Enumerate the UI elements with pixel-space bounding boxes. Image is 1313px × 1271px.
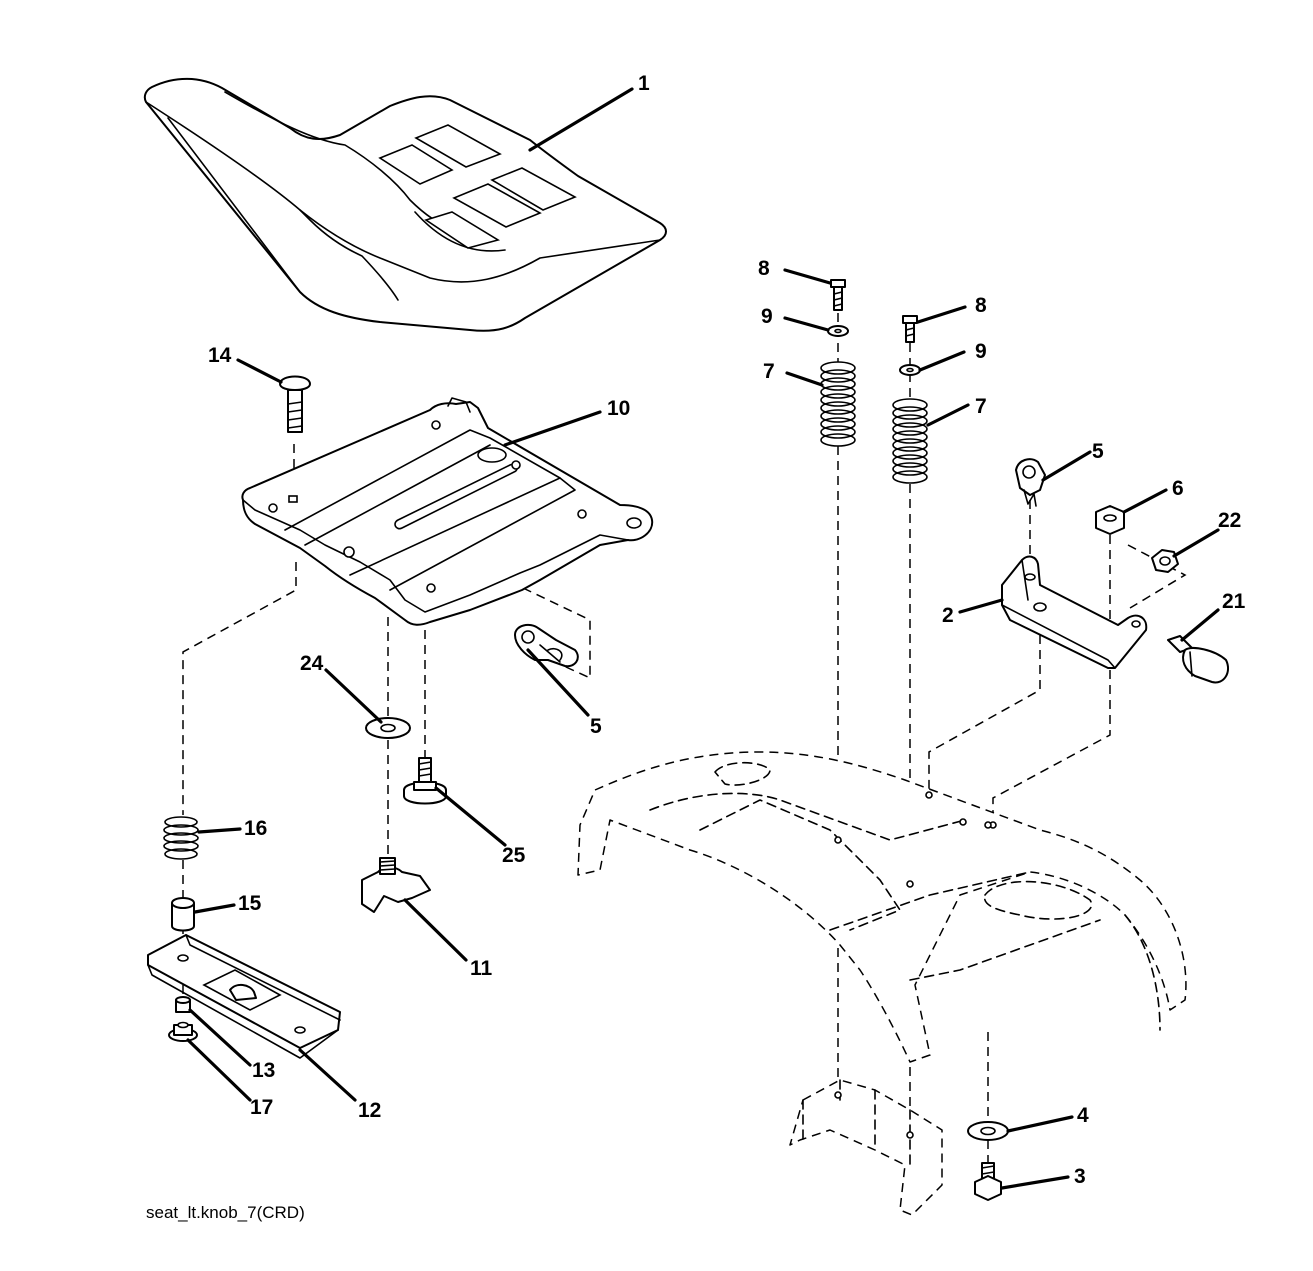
diagram-caption: seat_lt.knob_7(CRD): [146, 1203, 305, 1222]
washer-24: [365, 717, 411, 739]
callout-2: 2: [942, 604, 954, 627]
callout-7-right: 7: [975, 395, 987, 418]
seat: [143, 77, 667, 332]
callout-9-right: 9: [975, 340, 987, 363]
washer-9-right: [899, 364, 921, 376]
callout-24: 24: [300, 652, 324, 675]
callout-3: 3: [1074, 1165, 1086, 1188]
slide-bracket-12: [147, 934, 341, 1059]
nut-6: [1095, 505, 1125, 535]
callout-17: 17: [250, 1096, 273, 1119]
seat-switch-clip-right: [1015, 458, 1046, 507]
leader-lines: [186, 87, 1220, 1190]
spring-7-left: [820, 361, 856, 447]
tractor-frame: [577, 751, 1187, 1063]
callout-7-left: 7: [763, 360, 775, 383]
callout-6: 6: [1172, 477, 1184, 500]
seat-switch-clip-left: [514, 623, 579, 668]
callout-10: 10: [607, 397, 630, 420]
nut-13: [175, 996, 191, 1013]
callout-16: 16: [244, 817, 267, 840]
callout-12: 12: [358, 1099, 381, 1122]
spring-16: [163, 816, 199, 860]
callout-1: 1: [638, 72, 650, 95]
knob-bolt-21: [1167, 635, 1230, 684]
switch-bracket-2: [1001, 555, 1148, 669]
callout-11: 11: [470, 957, 493, 980]
spring-bolt-right: [902, 315, 918, 343]
callout-22: 22: [1218, 509, 1241, 532]
callout-numbers: 1 14 10 5 24 25 11 16 15 13 12 17 8 9 7 …: [208, 72, 1246, 1188]
seat-pan: [241, 397, 654, 626]
callout-13: 13: [252, 1059, 275, 1082]
washer-4: [967, 1121, 1009, 1141]
flange-nut-17: [168, 1021, 198, 1042]
callout-4: 4: [1077, 1104, 1089, 1127]
spring-7-right: [892, 398, 928, 484]
callout-9-left: 9: [761, 305, 773, 328]
shoulder-bolt-25: [403, 757, 447, 805]
callout-8-right: 8: [975, 294, 987, 317]
nut-22: [1151, 549, 1179, 573]
assembly-lines: [182, 313, 1187, 1165]
callout-5-right: 5: [1092, 440, 1104, 463]
spring-bolt-left: [830, 279, 846, 311]
bushing-15: [171, 897, 195, 932]
callout-21: 21: [1222, 590, 1246, 613]
callout-5-left: 5: [590, 715, 602, 738]
callout-15: 15: [238, 892, 262, 915]
callout-8-left: 8: [758, 257, 770, 280]
callout-25: 25: [502, 844, 526, 867]
carriage-bolt: [279, 375, 311, 433]
lower-bracket: [789, 1079, 943, 1216]
washer-9-left: [827, 325, 849, 337]
callout-14: 14: [208, 344, 232, 367]
bolt-3: [974, 1162, 1002, 1201]
wing-knob-11: [361, 857, 431, 913]
